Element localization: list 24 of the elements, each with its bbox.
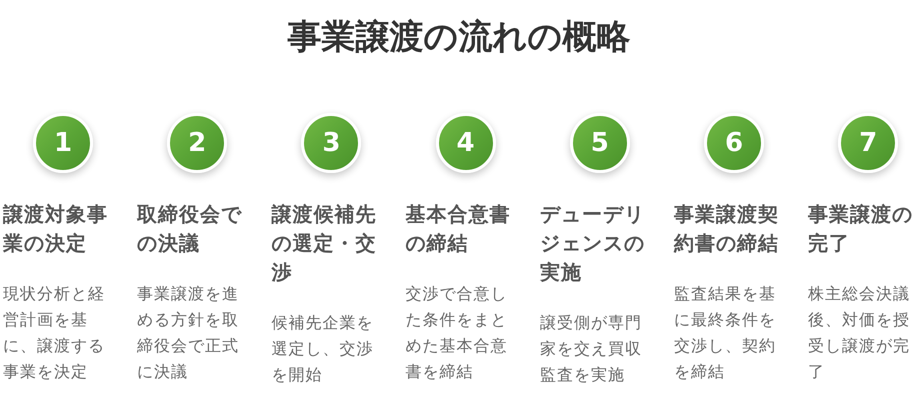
step-heading: デューデリジェンスの実施 [540,201,646,286]
step-number: 2 [188,128,206,158]
step-description: 候補先企業を選定し、交渉を開始 [271,312,374,386]
step-number: 6 [724,128,744,158]
step-description: 譲受側が専門家を交え買収監査を実施 [540,312,643,386]
step-number: 3 [322,128,340,158]
step-description: 現状分析と経営計画を基に、譲渡する事業を決定 [3,283,106,383]
step-circle [704,113,764,173]
step-number: 7 [859,128,878,158]
step-heading: 基本合意書の締結 [406,201,512,257]
step-description: 株主総会決議後、対価を授受し譲渡が完了 [808,283,912,383]
step-description: 交渉で合意した条件をまとめた基本合意書を締結 [406,283,509,383]
step-heading: 事業譲渡契約書の締結 [674,201,780,257]
step-heading: 譲渡対象事業の決定 [3,201,109,257]
step-number: 5 [590,128,609,158]
step-number: 1 [54,128,72,158]
step-heading: 取締役会での決議 [137,201,244,257]
step-circle [33,113,93,173]
step-description: 監査結果を基に最終条件を交渉し、契約を締結 [674,283,777,383]
step-description: 事業譲渡を進める方針を取締役会で正式に決議 [137,283,240,383]
step-heading: 事業譲渡の完了 [808,201,914,257]
step-heading: 譲渡候補先の選定・交渉 [271,201,378,286]
diagram-title: 事業譲渡の流れの概略 [288,17,630,57]
step-number: 4 [456,128,475,158]
